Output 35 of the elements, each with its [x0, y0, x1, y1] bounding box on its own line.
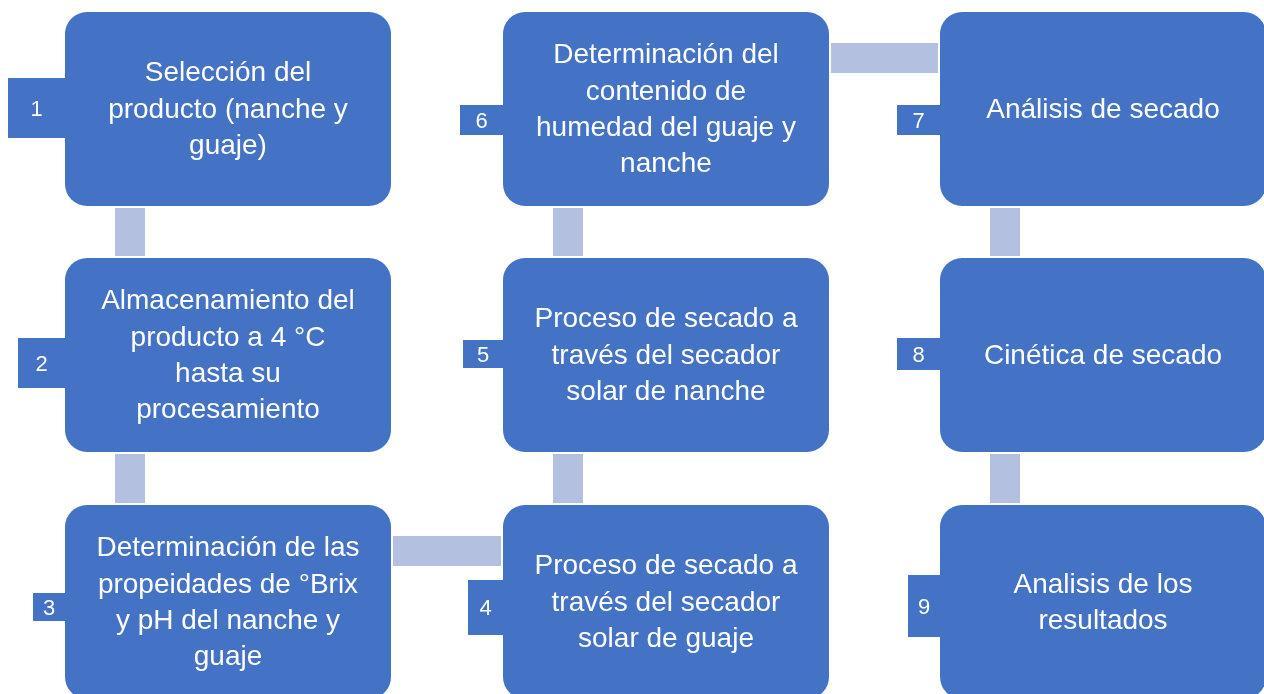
connector-bar: [831, 43, 938, 73]
connector-bar: [115, 208, 145, 256]
connector-bar: [115, 454, 145, 503]
step-number: 3: [33, 593, 65, 621]
process-box: [503, 258, 829, 452]
step-text: Análisis de secado: [986, 91, 1220, 126]
step-number: 5: [463, 340, 503, 368]
step-text: Selección del producto (nanche y guaje): [107, 55, 349, 163]
process-box: [940, 505, 1264, 694]
step-text: Almacenamiento del producto a 4 °C hasta su procesamiento: [100, 283, 356, 427]
step-number: 7: [897, 105, 940, 135]
step-number: 8: [897, 338, 940, 370]
process-box: [940, 12, 1264, 206]
connector-bar: [990, 208, 1020, 256]
process-box: [503, 505, 829, 694]
step-text: Analisis de los resultados: [1012, 566, 1194, 637]
process-box: [65, 258, 391, 452]
process-box: [503, 12, 829, 206]
step-number: 6: [460, 105, 503, 135]
connector-bar: [553, 454, 583, 503]
step-number: 2: [18, 338, 65, 388]
step-text: Determinación de las propeidades de °Brix y pH del nanche y guaje: [95, 530, 361, 674]
step-number: 4: [468, 580, 503, 635]
process-box: [940, 258, 1264, 452]
step-text: Determinación del contenido de humedad del guaje y nanche: [535, 37, 797, 181]
step-text: Proceso de secado a través del secador solar de guaje: [533, 548, 799, 656]
step-text: Cinética de secado: [983, 337, 1223, 372]
connector-bar: [990, 454, 1020, 503]
connector-bar: [553, 208, 583, 256]
step-number: 9: [908, 575, 940, 637]
step-number: 1: [8, 78, 65, 138]
process-box: [65, 505, 391, 694]
step-text: Proceso de secado a través del secador solar de nanche: [533, 301, 799, 409]
connector-bar: [393, 536, 501, 566]
process-box: [65, 12, 391, 206]
